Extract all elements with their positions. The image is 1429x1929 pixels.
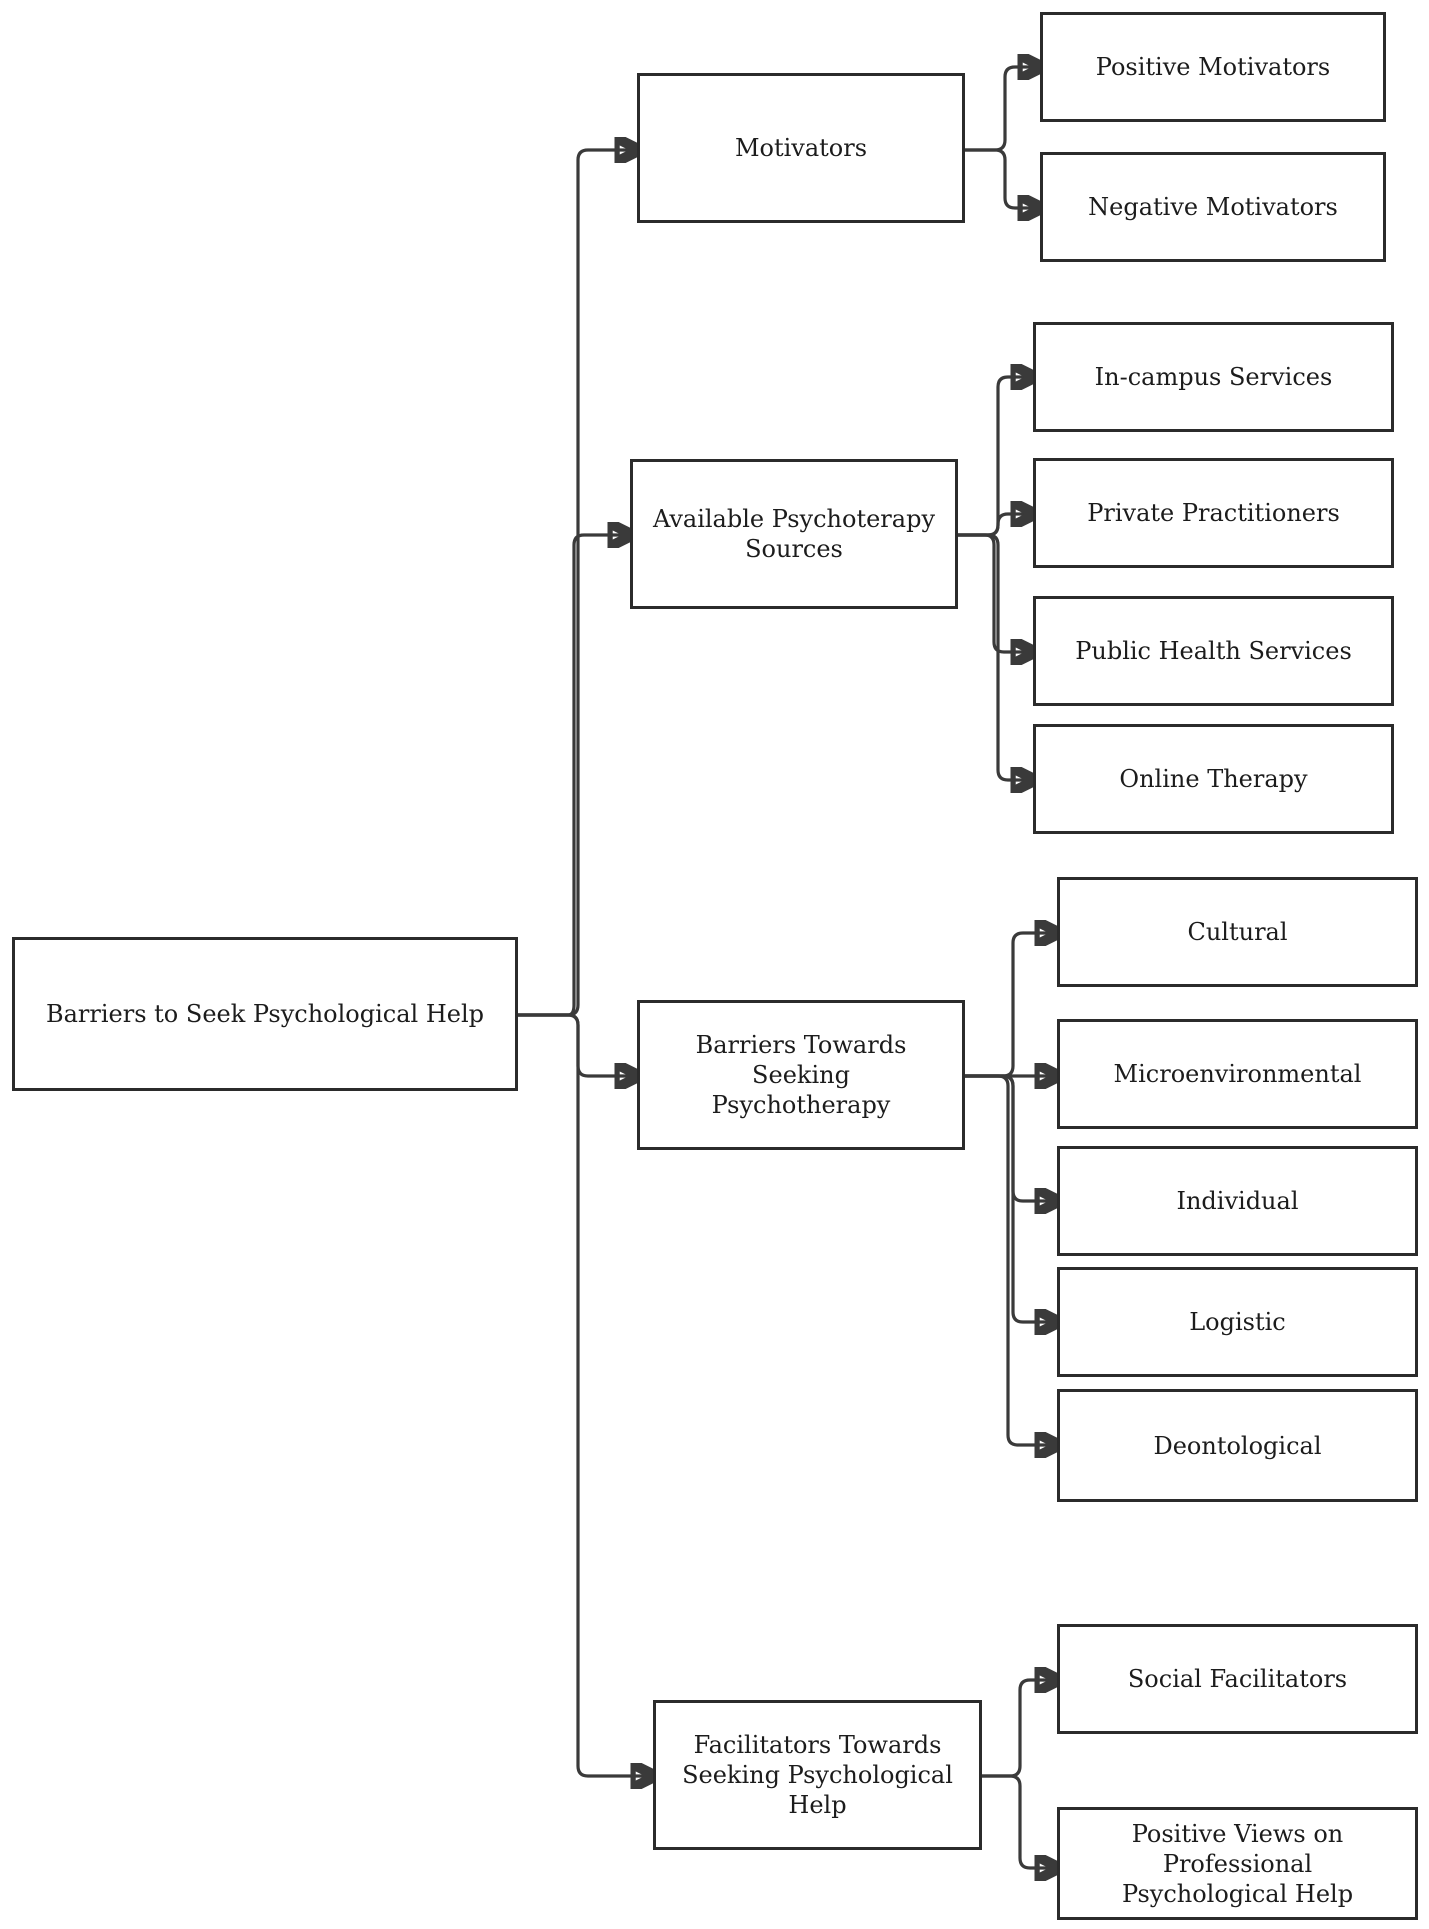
leaf-social-facilitators: Social Facilitators xyxy=(1057,1624,1418,1734)
leaf-label: Logistic xyxy=(1189,1308,1286,1336)
leaf-label: Negative Motivators xyxy=(1088,193,1338,221)
leaf-label: Positive Motivators xyxy=(1095,53,1331,81)
connector-facilitators-positive xyxy=(982,1774,1057,1868)
connector-barriers-individual xyxy=(965,1074,1057,1201)
leaf-logistic: Logistic xyxy=(1057,1267,1418,1377)
branch-label: Motivators xyxy=(734,134,868,162)
leaf-deontological: Deontological xyxy=(1057,1389,1418,1502)
leaf-label: Deontological xyxy=(1153,1431,1322,1460)
leaf-label: Public Health Services xyxy=(1075,637,1352,665)
root-node: Barriers to Seek Psychological Help xyxy=(12,937,518,1091)
leaf-individual: Individual xyxy=(1057,1146,1418,1256)
connector-barriers-logistic xyxy=(965,1074,1057,1322)
leaf-online-therapy: Online Therapy xyxy=(1033,724,1394,834)
leaf-label: Social Facilitators xyxy=(1127,1665,1348,1693)
branch-label: Barriers Towards Seeking Psychotherapy xyxy=(695,1031,907,1119)
leaf-label: Microenvironmental xyxy=(1113,1060,1362,1088)
leaf-label: Private Practitioners xyxy=(1087,499,1340,527)
connector-facilitators-social xyxy=(982,1680,1057,1778)
branch-facilitators: Facilitators Towards Seeking Psychologic… xyxy=(653,1700,982,1850)
connector-motivators-negative xyxy=(965,148,1040,208)
leaf-label: Positive Views on Professional Psycholog… xyxy=(1121,1819,1354,1908)
leaf-label: Online Therapy xyxy=(1119,765,1308,793)
branch-label: Facilitators Towards Seeking Psychologic… xyxy=(682,1731,953,1819)
connector-barriers-deontological xyxy=(965,1074,1057,1445)
branch-psychotherapy-sources: Available Psychoterapy Sources xyxy=(630,459,958,609)
leaf-private-practitioners: Private Practitioners xyxy=(1033,458,1394,568)
leaf-label: Cultural xyxy=(1187,918,1288,946)
connector-sources-online xyxy=(958,533,1033,780)
connector-sources-incampus xyxy=(958,377,1033,537)
connector-root-to-facilitators xyxy=(518,1013,653,1776)
leaf-label: Individual xyxy=(1176,1187,1299,1215)
branch-motivators: Motivators xyxy=(637,73,965,223)
connector-root-to-sources xyxy=(518,535,630,1017)
connector-sources-public xyxy=(958,533,1033,652)
connector-sources-private xyxy=(958,514,1033,537)
branch-barriers-towards-psychotherapy: Barriers Towards Seeking Psychotherapy xyxy=(637,1000,965,1150)
leaf-label: In-campus Services xyxy=(1094,363,1333,391)
leaf-public-health-services: Public Health Services xyxy=(1033,596,1394,706)
leaf-microenvironmental: Microenvironmental xyxy=(1057,1019,1418,1129)
connector-root-to-motivators xyxy=(518,150,637,1017)
branch-label: Available Psychoterapy Sources xyxy=(652,505,936,563)
connector-barriers-cultural xyxy=(965,933,1057,1078)
leaf-in-campus-services: In-campus Services xyxy=(1033,322,1394,432)
root-label: Barriers to Seek Psychological Help xyxy=(45,1000,485,1028)
leaf-negative-motivators: Negative Motivators xyxy=(1040,152,1386,262)
leaf-cultural: Cultural xyxy=(1057,877,1418,987)
leaf-positive-motivators: Positive Motivators xyxy=(1040,12,1386,122)
connector-motivators-positive xyxy=(965,67,1040,152)
leaf-positive-views-professional-help: Positive Views on Professional Psycholog… xyxy=(1057,1807,1418,1920)
